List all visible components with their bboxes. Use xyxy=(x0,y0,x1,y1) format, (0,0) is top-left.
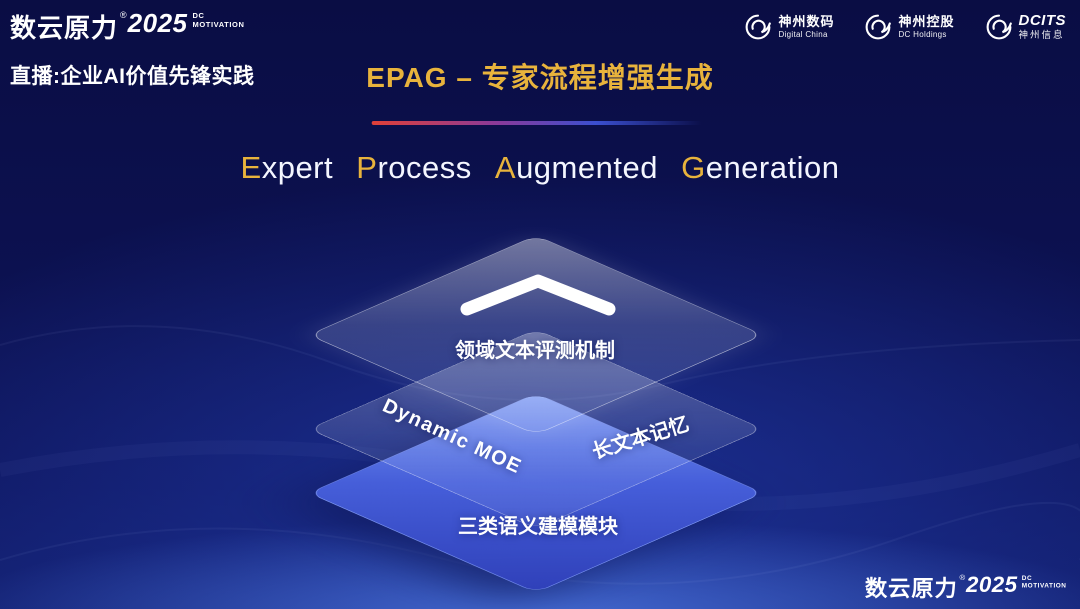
partner-text: DCITS 神州信息 xyxy=(1019,12,1067,41)
subtitle-word: Augmented xyxy=(495,150,658,185)
swoosh-circle-icon xyxy=(744,13,772,41)
brand-year: 2025 xyxy=(127,8,188,38)
partner-name: 神州控股 xyxy=(898,14,955,30)
partner-digital-china: 神州数码 Digital China xyxy=(744,13,834,41)
registered-mark: ® xyxy=(958,572,965,582)
brand-subtitle: DC MOTIVATION xyxy=(1021,573,1066,590)
swoosh-circle-icon xyxy=(985,13,1013,41)
subtitle-word: Generation xyxy=(681,150,839,185)
subtitle-cap: A xyxy=(494,150,517,185)
partner-dcits: DCITS 神州信息 xyxy=(985,12,1067,41)
brand-name: 数云原力 xyxy=(10,13,119,43)
brand-logo: 数云原力®2025 DC MOTIVATION xyxy=(10,8,244,45)
subtitle-rest: rocess xyxy=(377,150,472,185)
partner-subname: 神州信息 xyxy=(1018,30,1065,41)
subtitle-rest: xpert xyxy=(261,150,334,185)
swoosh-circle-icon xyxy=(864,13,892,41)
partner-name: 神州数码 xyxy=(778,14,835,30)
page-title: EPAG – 专家流程增强生成 xyxy=(366,62,714,93)
top-layer-label: 领域文本评测机制 xyxy=(455,340,615,362)
subtitle: Expert Process Augmented Generation xyxy=(0,150,1080,186)
subtitle-word: Expert xyxy=(241,150,334,185)
bottom-layer-label: 三类语义建模模块 xyxy=(458,516,618,538)
subtitle-rest: eneration xyxy=(705,150,840,185)
subtitle-cap: E xyxy=(240,150,262,185)
brand-logo-footer: 数云原力®2025 DC MOTIVATION xyxy=(864,571,1066,603)
brand-sub-line2: MOTIVATION xyxy=(192,19,245,29)
subtitle-rest: ugmented xyxy=(516,150,658,185)
partner-name: DCITS xyxy=(1018,12,1066,29)
brand-sub-line2: MOTIVATION xyxy=(1021,581,1066,589)
subtitle-cap: G xyxy=(681,150,706,185)
brand-sub-line1: DC xyxy=(1021,573,1032,582)
title-underline xyxy=(371,121,702,125)
partner-subname: DC Holdings xyxy=(898,29,947,39)
live-label: 直播:企业AI价值先锋实践 xyxy=(10,65,255,88)
partner-text: 神州控股 DC Holdings xyxy=(898,14,954,39)
subtitle-word: Process xyxy=(356,150,472,185)
partner-dc-holdings: 神州控股 DC Holdings xyxy=(864,13,954,41)
chevron-up-icon xyxy=(460,274,616,316)
registered-mark: ® xyxy=(120,10,127,20)
brand-sub-line1: DC xyxy=(192,11,205,20)
brand-year: 2025 xyxy=(965,571,1018,597)
brand-subtitle: DC MOTIVATION xyxy=(192,11,245,29)
brand-name: 数云原力 xyxy=(864,575,958,602)
partner-subname: Digital China xyxy=(778,29,828,39)
partner-logos: 神州数码 Digital China 神州控股 DC Holdings xyxy=(744,12,1066,41)
subtitle-cap: P xyxy=(356,150,378,185)
partner-text: 神州数码 Digital China xyxy=(778,14,834,39)
